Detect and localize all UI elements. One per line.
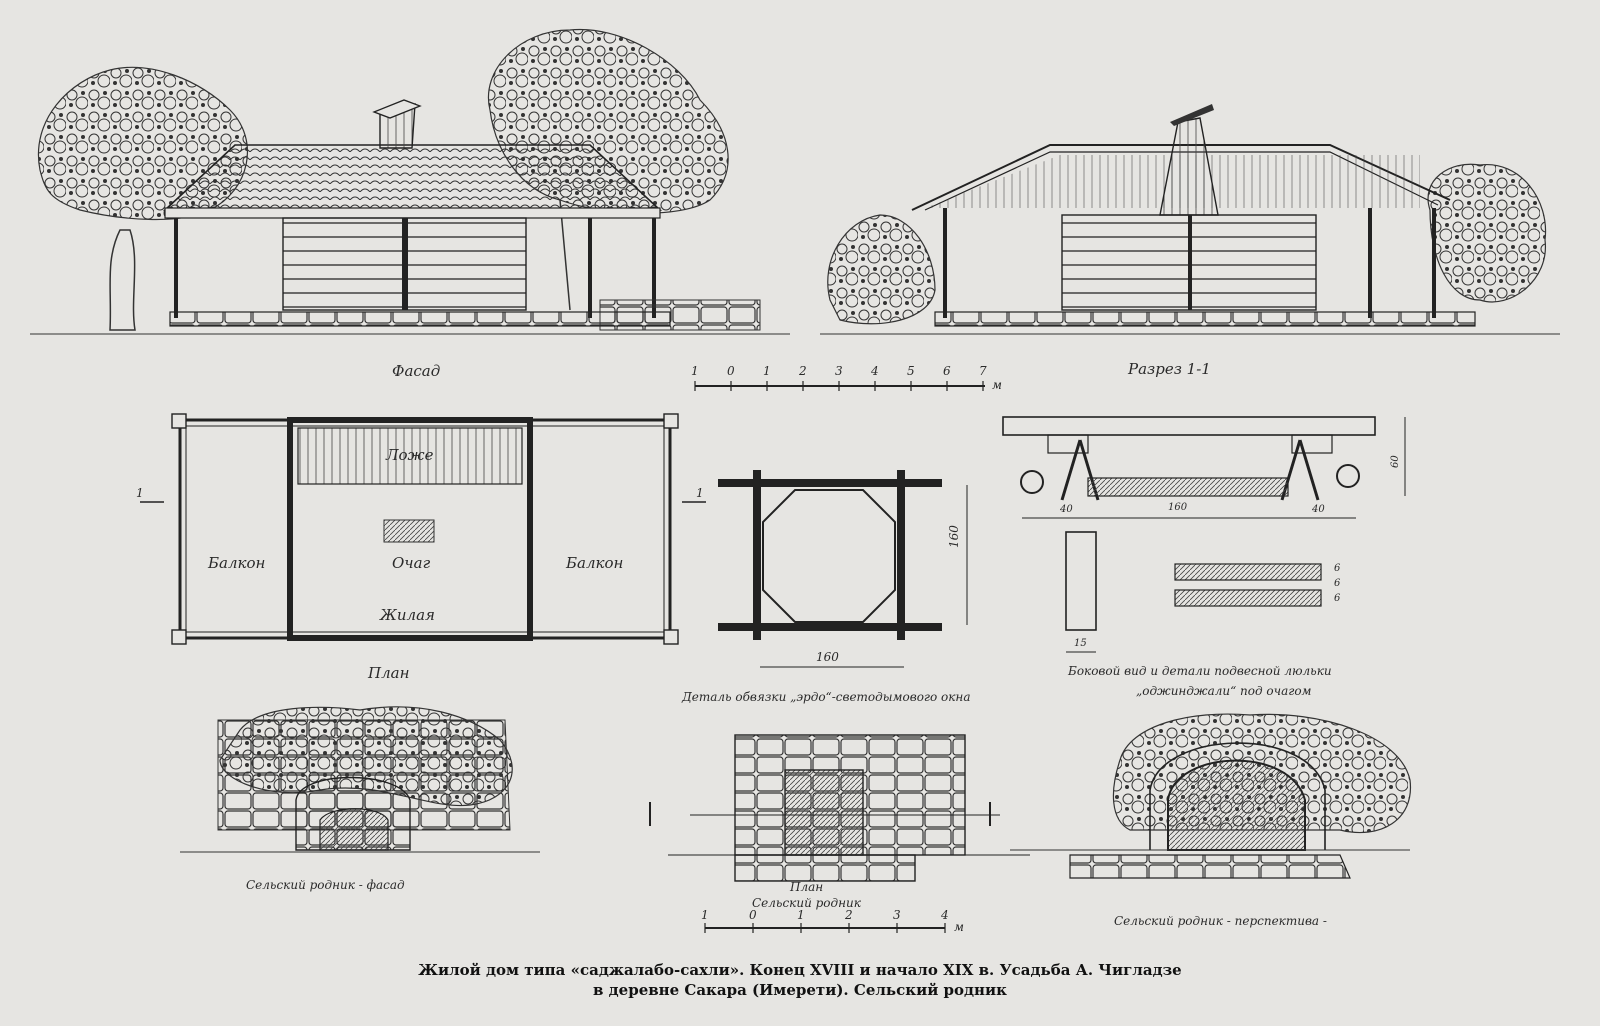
top-scale-tick: 2 — [799, 364, 807, 378]
bottom-scale-tick: 1 — [797, 908, 805, 922]
spring-perspective-caption: Сельский родник - перспектива - — [1114, 914, 1327, 928]
bottom-scale-tick: 2 — [845, 908, 853, 922]
erdo-width-dim: 160 — [816, 650, 839, 664]
bottom-scale-tick: 0 — [749, 908, 757, 922]
cradle-caption-line1: Боковой вид и детали подвесной люльки — [1068, 664, 1332, 678]
spring-facade-caption: Сельский родник - фасад — [246, 878, 405, 892]
spring-perspective-drawing — [1010, 713, 1412, 879]
spring-facade-drawing — [180, 706, 540, 853]
erdo-detail-caption: Деталь обвязки „эрдо“-светодымового окна — [682, 690, 971, 704]
plan-living-label: Жилая — [380, 606, 435, 624]
spring-plan-caption-line1: План — [790, 880, 824, 894]
section-drawing — [820, 104, 1560, 335]
erdo-height-dim: 160 — [947, 525, 961, 548]
top-scale-tick: 5 — [907, 364, 915, 378]
bottom-scale-tick: 3 — [893, 908, 901, 922]
erdo-window-detail — [718, 470, 968, 668]
plan-loggia-label: Ложе — [386, 446, 434, 464]
section-marker-right: 1 — [696, 486, 704, 500]
bottom-scale-tick: 1 — [701, 908, 709, 922]
post-width-dim: 15 — [1074, 638, 1087, 649]
top-scale-bar — [694, 381, 985, 391]
strip-dim: 6 — [1334, 563, 1341, 574]
plan-title: План — [368, 664, 410, 682]
top-scale-unit: м — [992, 378, 1002, 392]
cradle-caption-line2: „оджинджали“ под очагом — [1136, 684, 1312, 698]
bottom-scale-unit: м — [954, 920, 964, 934]
section-label: Разрез 1-1 — [1128, 360, 1211, 378]
spring-plan-caption-line2: Сельский родник — [752, 896, 861, 910]
cradle-height-dim: 60 — [1390, 455, 1401, 468]
top-scale-tick: 7 — [979, 364, 987, 378]
top-scale-tick: 4 — [871, 364, 879, 378]
cradle-dim-left: 40 — [1060, 504, 1073, 515]
top-scale-tick: 0 — [727, 364, 735, 378]
section-marker-left: 1 — [136, 486, 144, 500]
caption-line2: в деревне Сакара (Имерети). Сельский род… — [593, 981, 1007, 999]
cradle-dim-mid: 160 — [1168, 502, 1188, 513]
facade-label: Фасад — [392, 362, 441, 380]
plan-hearth-label: Очаг — [392, 554, 431, 572]
top-scale-tick: 3 — [835, 364, 843, 378]
top-scale-tick: 1 — [763, 364, 771, 378]
bottom-scale-bar — [704, 923, 946, 933]
spring-plan-drawing — [649, 734, 1030, 882]
facade-drawing — [30, 28, 790, 335]
top-scale-tick: 6 — [943, 364, 951, 378]
top-scale-tick: 1 — [691, 364, 699, 378]
bottom-scale-tick: 4 — [941, 908, 949, 922]
plan-balcony-right-label: Балкон — [566, 554, 624, 572]
cradle-dim-right: 40 — [1312, 504, 1325, 515]
cradle-detail — [1002, 416, 1406, 653]
strip-dim: 6 — [1334, 578, 1341, 589]
house-plan — [140, 413, 706, 645]
plan-balcony-left-label: Балкон — [208, 554, 266, 572]
strip-dim: 6 — [1334, 593, 1341, 604]
caption-line1: Жилой дом типа «саджалабо-сахли». Конец … — [418, 961, 1182, 979]
